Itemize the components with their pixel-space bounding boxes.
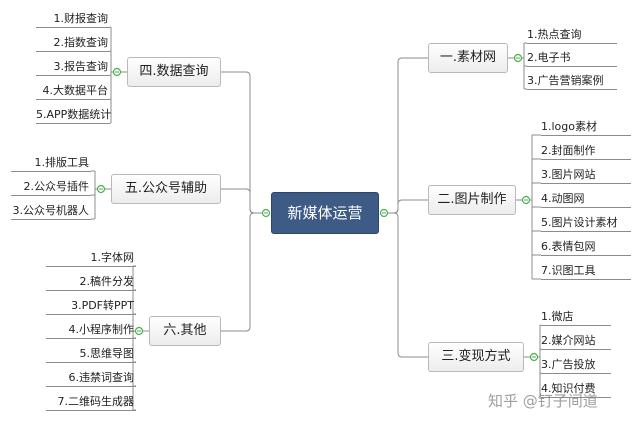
branch-connector-b5 <box>221 188 262 214</box>
leaf-node-b6-6[interactable]: 6.违禁词查询 <box>46 369 136 387</box>
leaf-node-b3-3[interactable]: 3.广告投放 <box>541 356 611 374</box>
leaf-node-b2-1[interactable]: 1.logo素材 <box>541 118 631 136</box>
branch-node-b2[interactable]: 二.图片制作 <box>428 185 516 215</box>
branch-connector-b6 <box>221 212 262 332</box>
leaf-node-b6-4[interactable]: 4.小程序制作 <box>46 321 136 339</box>
leaf-node-b3-4[interactable]: 4.知识付费 <box>541 380 611 398</box>
leaf-node-b1-1[interactable]: 1.热点查询 <box>527 26 617 44</box>
branch-connector-b2 <box>388 199 428 214</box>
leaf-node-b3-2[interactable]: 2.媒介网站 <box>541 332 611 350</box>
leaf-node-b2-7[interactable]: 7.识图工具 <box>541 262 631 280</box>
leaf-node-b2-5[interactable]: 5.图片设计素材 <box>541 214 631 232</box>
branch-node-b4[interactable]: 四.数据查询 <box>127 57 221 87</box>
branch-connector-b3 <box>388 212 428 358</box>
leaf-node-b2-4[interactable]: 4.动图网 <box>541 190 631 208</box>
leaf-node-b6-1[interactable]: 1.字体网 <box>46 249 136 267</box>
center-node[interactable]: 新媒体运营 <box>271 192 379 234</box>
watermark: 知乎 @钉子间道 <box>488 392 598 410</box>
leaf-node-b2-2[interactable]: 2.封面制作 <box>541 142 631 160</box>
leaf-node-b6-2[interactable]: 2.稿件分发 <box>46 273 136 291</box>
leaf-node-b4-1[interactable]: 1.财报查询 <box>36 10 110 28</box>
leaf-node-b4-5[interactable]: 5.APP数据统计 <box>36 106 111 124</box>
leaf-node-b5-2[interactable]: 2.公众号插件 <box>11 178 91 196</box>
leaf-node-b3-1[interactable]: 1.微店 <box>541 308 611 326</box>
leaf-node-b1-2[interactable]: 2.电子书 <box>527 49 617 67</box>
leaf-node-b6-3[interactable]: 3.PDF转PPT <box>46 297 136 315</box>
leaf-node-b6-5[interactable]: 5.思维导图 <box>46 345 136 363</box>
leaf-node-b6-7[interactable]: 7.二维码生成器 <box>46 393 136 411</box>
leaf-node-b4-4[interactable]: 4.大数据平台 <box>36 82 110 100</box>
branch-node-b1[interactable]: 一.素材网 <box>428 43 508 73</box>
leaf-node-b1-3[interactable]: 3.广告营销案例 <box>527 72 617 90</box>
branch-node-b3[interactable]: 三.变现方式 <box>428 342 524 372</box>
leaf-node-b4-3[interactable]: 3.报告查询 <box>36 58 110 76</box>
leaf-node-b5-3[interactable]: 3.公众号机器人 <box>11 202 91 220</box>
branch-node-b6[interactable]: 六.其他 <box>149 316 221 346</box>
leaf-node-b2-6[interactable]: 6.表情包网 <box>541 238 631 256</box>
leaf-node-b4-2[interactable]: 2.指数查询 <box>36 34 110 52</box>
branch-connector-b1 <box>388 57 428 214</box>
leaf-node-b5-1[interactable]: 1.排版工具 <box>11 154 91 172</box>
leaf-node-b2-3[interactable]: 3.图片网站 <box>541 166 631 184</box>
branch-connector-b4 <box>221 71 262 214</box>
branch-node-b5[interactable]: 五.公众号辅助 <box>111 174 221 204</box>
